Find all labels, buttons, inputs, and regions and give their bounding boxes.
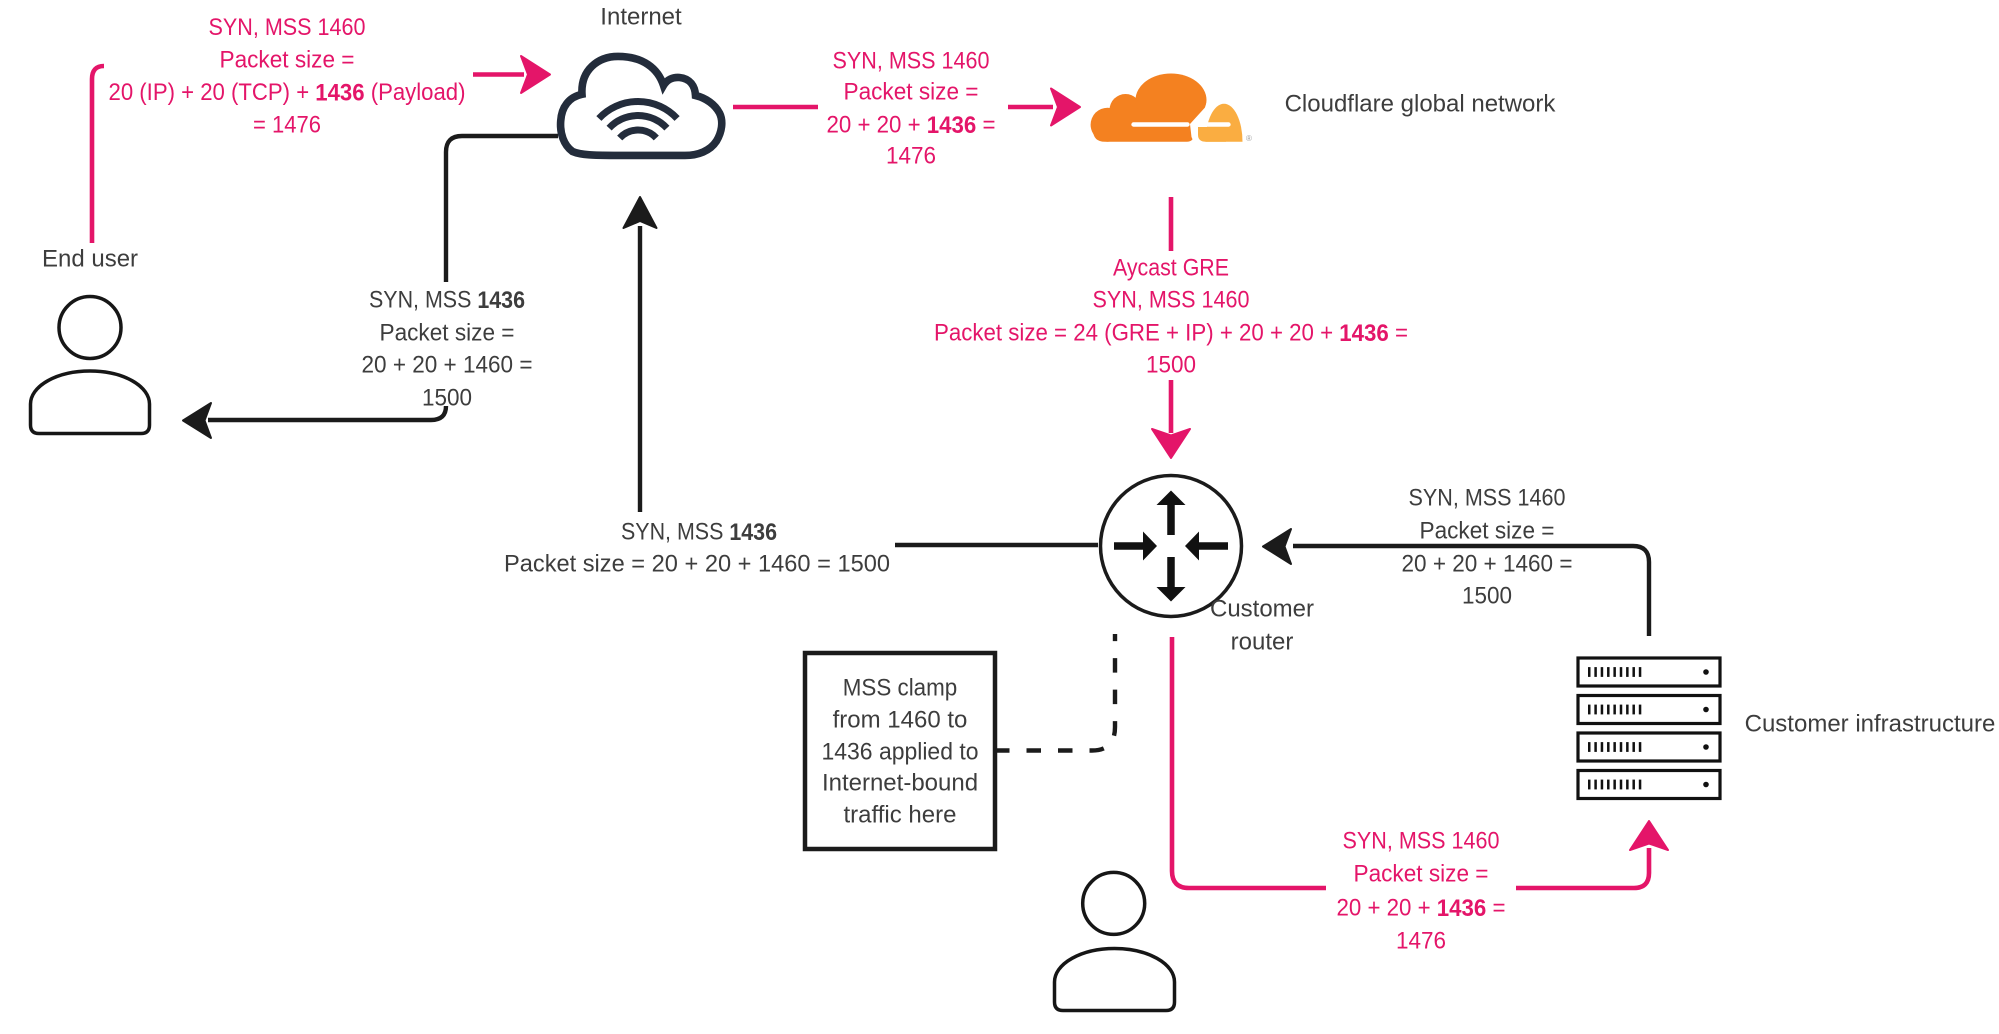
svg-text:1500: 1500 <box>422 385 472 412</box>
svg-text:SYN, MSS 1460: SYN, MSS 1460 <box>209 14 366 41</box>
svg-text:traffic here: traffic here <box>844 802 957 829</box>
svg-text:Customer infrastructure: Customer infrastructure <box>1745 711 1996 738</box>
svg-text:router: router <box>1231 629 1294 656</box>
svg-text:Packet size = 24 (GRE + IP) +: Packet size = 24 (GRE + IP) + 20 + 20 + … <box>934 320 1408 347</box>
svg-text:SYN, MSS 1436: SYN, MSS 1436 <box>369 287 525 314</box>
svg-text:1476: 1476 <box>886 143 936 170</box>
svg-text:Customer: Customer <box>1210 596 1314 623</box>
svg-text:Packet size =: Packet size = <box>380 320 515 347</box>
svg-text:20 + 20 + 1436 =: 20 + 20 + 1436 = <box>1337 895 1506 922</box>
svg-text:Packet size = 20 + 20 + 1460 =: Packet size = 20 + 20 + 1460 = 1500 <box>504 551 890 578</box>
svg-text:Internet: Internet <box>600 4 682 31</box>
svg-text:= 1476: = 1476 <box>253 112 321 139</box>
svg-text:Packet size =: Packet size = <box>844 79 979 106</box>
svg-text:End user: End user <box>42 246 138 273</box>
svg-text:SYN, MSS 1460: SYN, MSS 1460 <box>1093 287 1250 314</box>
svg-text:from 1460 to: from 1460 to <box>833 707 968 734</box>
svg-text:1436 applied to: 1436 applied to <box>822 739 979 766</box>
svg-text:MSS clamp: MSS clamp <box>843 675 958 702</box>
svg-text:SYN, MSS 1436: SYN, MSS 1436 <box>621 519 777 546</box>
svg-text:Packet size =: Packet size = <box>220 47 355 74</box>
svg-text:Cloudflare global network: Cloudflare global network <box>1285 91 1557 118</box>
svg-text:20 + 20 + 1436 =: 20 + 20 + 1436 = <box>827 112 996 139</box>
svg-text:SYN, MSS 1460: SYN, MSS 1460 <box>833 48 990 75</box>
svg-text:®: ® <box>1246 134 1252 143</box>
svg-text:Packet size =: Packet size = <box>1354 861 1489 888</box>
svg-text:SYN, MSS 1460: SYN, MSS 1460 <box>1343 828 1500 855</box>
svg-text:Aycast GRE: Aycast GRE <box>1113 255 1229 282</box>
svg-text:1500: 1500 <box>1146 352 1196 379</box>
svg-text:20 + 20 + 1460 =: 20 + 20 + 1460 = <box>1402 551 1573 578</box>
svg-text:1500: 1500 <box>1462 583 1512 610</box>
svg-text:SYN, MSS 1460: SYN, MSS 1460 <box>1409 485 1566 512</box>
svg-text:Packet size =: Packet size = <box>1420 518 1555 545</box>
svg-text:Internet-bound: Internet-bound <box>822 770 978 797</box>
svg-text:20 + 20 + 1460 =: 20 + 20 + 1460 = <box>362 352 533 379</box>
svg-text:1476: 1476 <box>1396 928 1446 955</box>
svg-text:20 (IP) + 20 (TCP) + 1436 (Pay: 20 (IP) + 20 (TCP) + 1436 (Payload) <box>109 79 466 106</box>
